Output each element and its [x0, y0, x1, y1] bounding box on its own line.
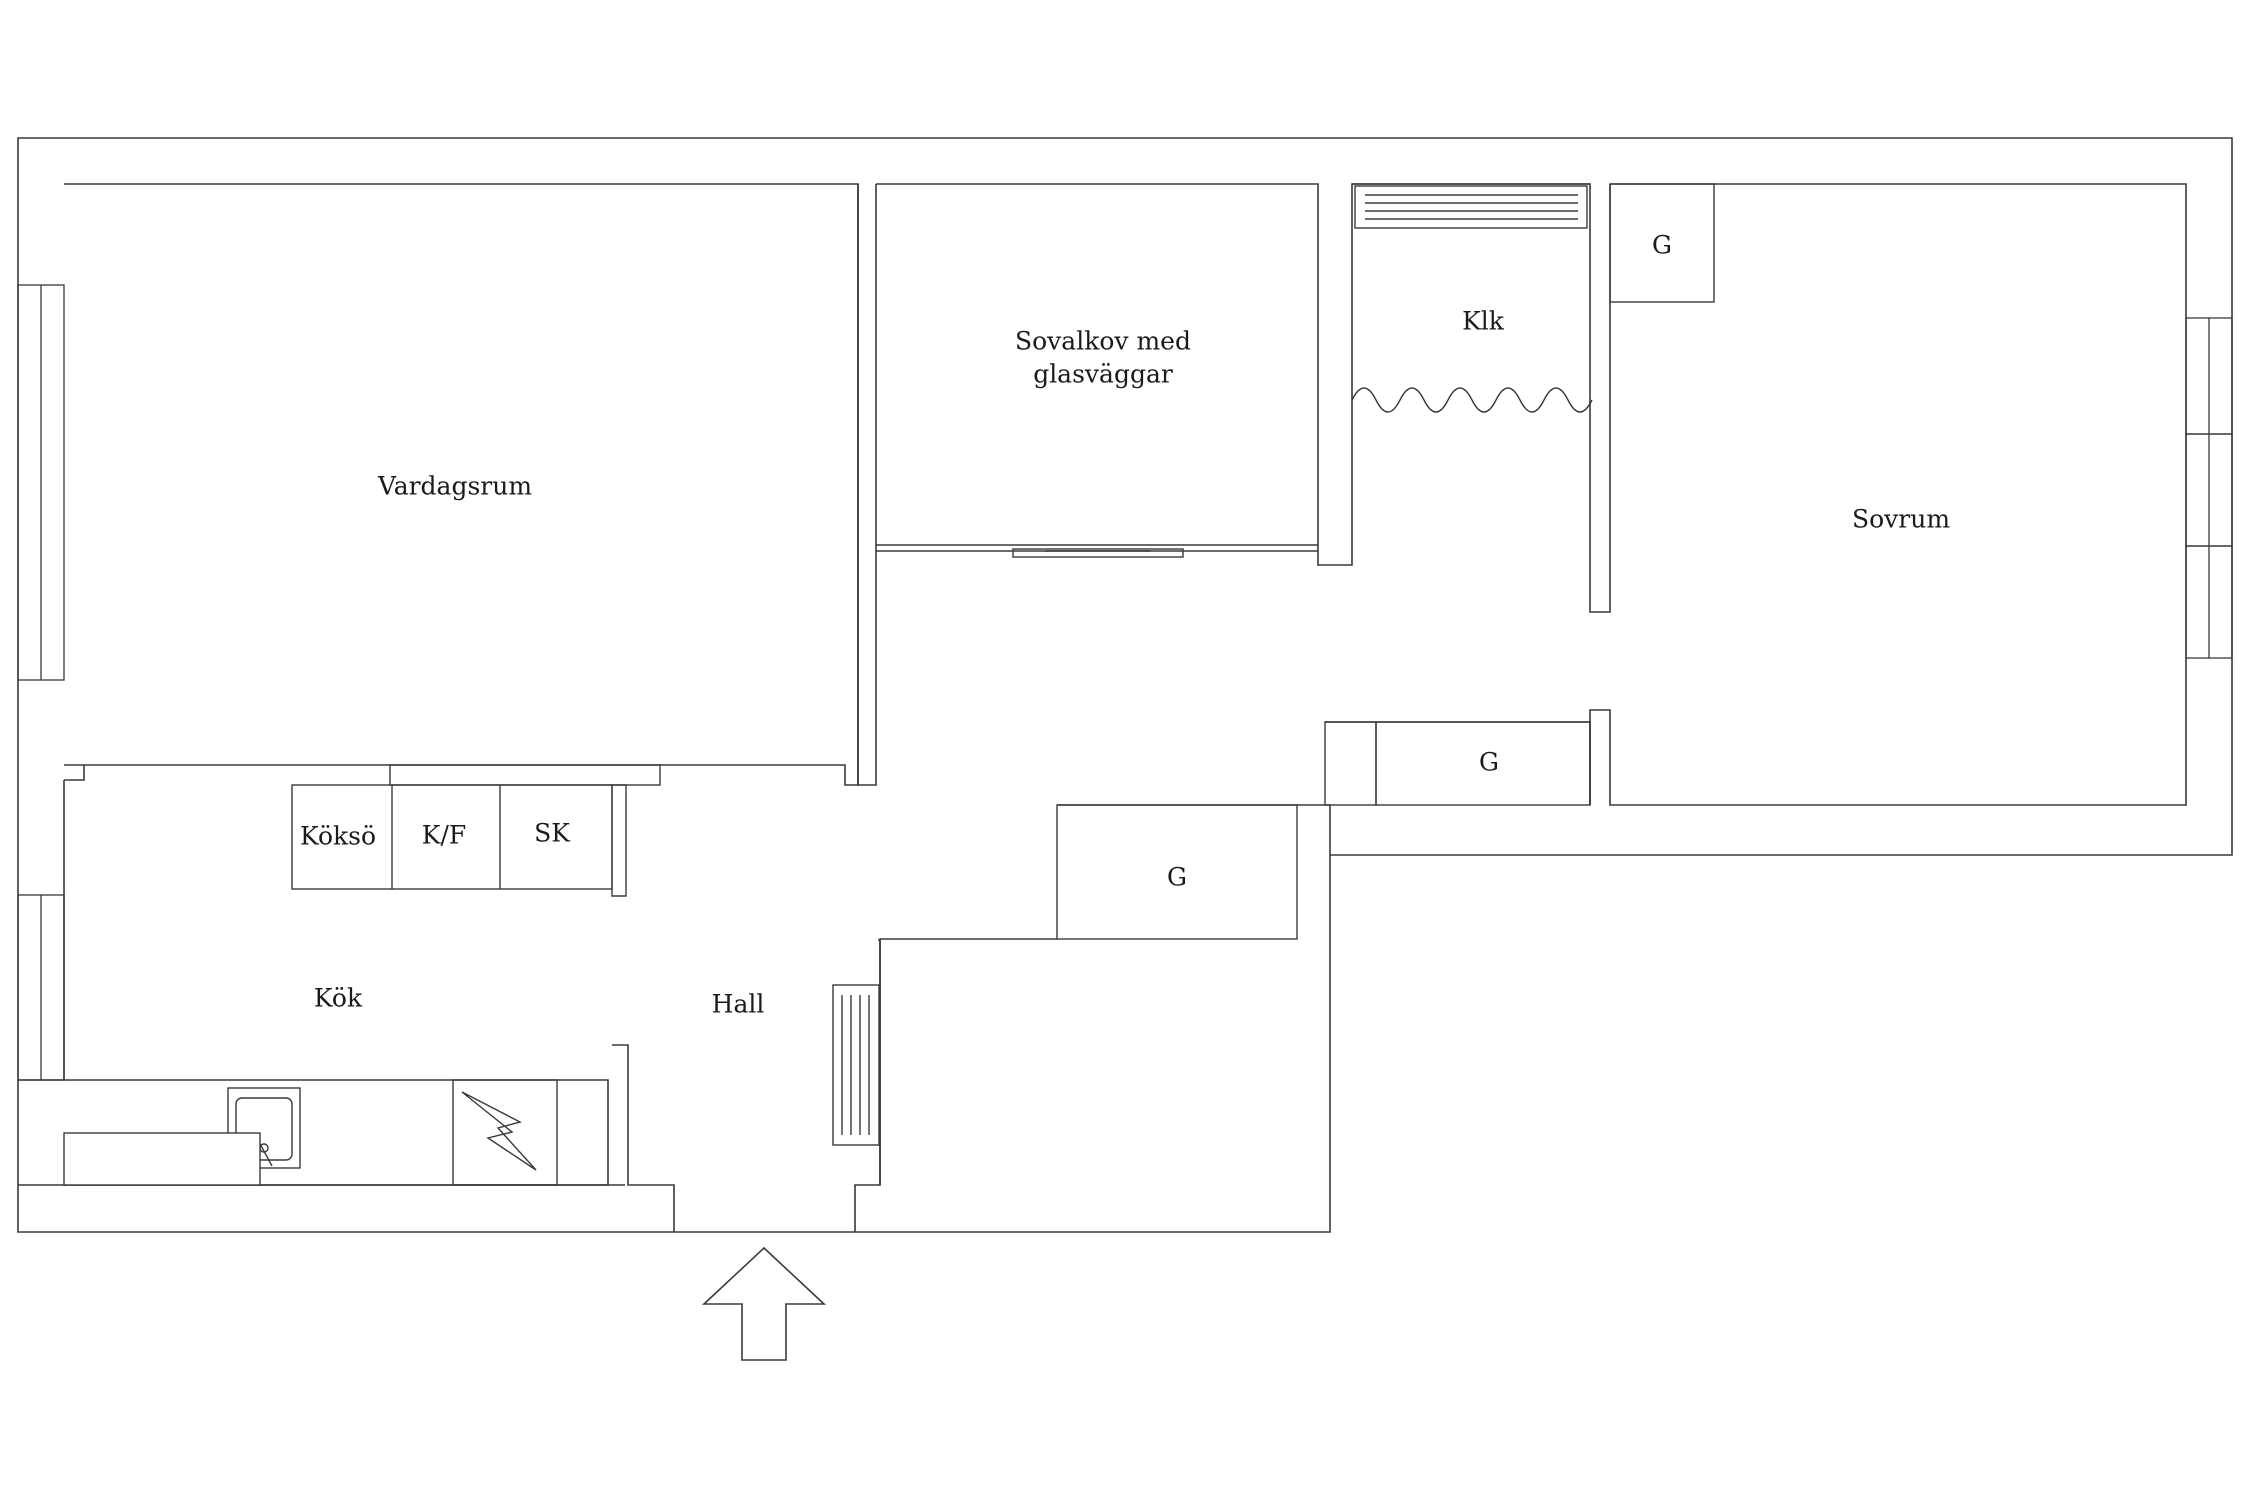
entrance-arrow-icon	[701, 1246, 827, 1361]
closet-row	[1324, 721, 1591, 806]
right-windows	[2185, 317, 2233, 659]
living-kitchen-wall	[63, 183, 859, 1080]
stove-icon	[452, 1079, 558, 1186]
room-label-klk: Klk	[1462, 307, 1505, 336]
sovrum-room	[1589, 183, 2187, 806]
klk-room	[1351, 183, 1611, 613]
room-label-kok: Kök	[314, 984, 363, 1013]
curtain-icon	[1351, 387, 1593, 413]
outer-wall	[17, 137, 2233, 1233]
radiator-icon	[1354, 185, 1588, 229]
closet-label-top-right: G	[1652, 231, 1672, 260]
room-label-sovalkov-line2: glasväggar	[1033, 360, 1173, 389]
left-windows	[17, 284, 65, 1081]
hall-partition	[879, 804, 1331, 1185]
closet-label-mid-right: G	[1479, 748, 1499, 777]
fixture-label-koksö: Köksö	[300, 822, 376, 851]
closet	[1609, 183, 1715, 303]
fixture-label-sk: SK	[534, 819, 571, 848]
room-label-vardagsrum: Vardagsrum	[377, 472, 532, 501]
closet	[1056, 804, 1298, 940]
room-label-sovrum: Sovrum	[1852, 505, 1950, 534]
sovalkov-room	[876, 183, 1590, 566]
radiator-icon	[832, 984, 880, 1146]
sliding-glass-door	[1012, 548, 1184, 558]
room-label-sovalkov: Sovalkov med	[1015, 327, 1191, 356]
kitchen-wall-stub	[612, 1044, 675, 1232]
counter-section	[63, 1132, 261, 1186]
room-label-hall: Hall	[712, 990, 765, 1019]
closet-label-center: G	[1167, 863, 1187, 892]
fixture-label-kf: K/F	[422, 821, 466, 850]
kitchen-island	[291, 764, 661, 897]
